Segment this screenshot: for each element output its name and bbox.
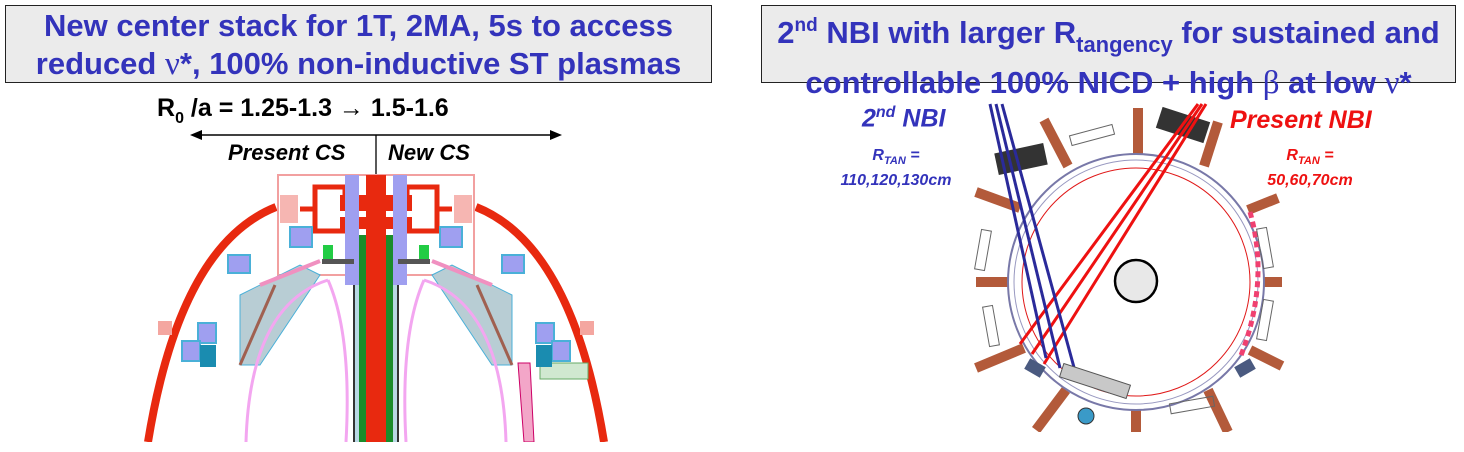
subscript: TAN bbox=[883, 155, 906, 167]
vessel-port-right bbox=[580, 321, 594, 335]
left-panel-title: New center stack for 1T, 2MA, 5s to acce… bbox=[5, 5, 712, 83]
pf-coil-blue bbox=[227, 254, 251, 274]
present-nbi-label: Present NBI bbox=[1230, 106, 1372, 134]
pf-coil-blue bbox=[289, 226, 313, 248]
plasma-edge bbox=[1021, 167, 1251, 397]
upper-block-left bbox=[280, 195, 298, 223]
tf-leg bbox=[1246, 193, 1280, 215]
superscript: nd bbox=[794, 15, 818, 36]
dark-blue-block-left bbox=[200, 345, 216, 367]
center-stack bbox=[1113, 258, 1159, 304]
cs-green-left bbox=[359, 235, 369, 442]
nu-symbol: ν bbox=[1384, 65, 1400, 101]
left-title-text: *, 100% non-inductive ST plasmas bbox=[179, 46, 682, 81]
rtan-values: 110,120,130cm bbox=[840, 172, 952, 189]
tf-leg bbox=[1032, 387, 1070, 432]
beta-symbol: β bbox=[1262, 65, 1280, 101]
divertor-plate-left bbox=[322, 259, 354, 264]
tokamak-top-view bbox=[974, 103, 1285, 432]
upper-block-right bbox=[454, 195, 472, 223]
plasma-boundary-left bbox=[244, 278, 329, 442]
tf-leg bbox=[974, 343, 1026, 373]
pf-coil-blue bbox=[197, 322, 217, 344]
left-title-text: reduced bbox=[35, 46, 165, 81]
right-title-text: 2 bbox=[777, 15, 795, 50]
pf-coil-blue bbox=[439, 226, 463, 248]
pf-coil-blue bbox=[181, 340, 201, 362]
present-nbi-rtan: RTAN = 50,60,70cm bbox=[1250, 146, 1370, 190]
right-title-line1: 2nd NBI with larger Rtangency for sustai… bbox=[762, 7, 1455, 64]
dark-blue-block-right bbox=[536, 345, 552, 367]
pf-coil-blue bbox=[551, 340, 571, 362]
cs-green-right bbox=[383, 235, 393, 442]
beam bbox=[1018, 103, 1200, 345]
beam bbox=[988, 103, 1048, 359]
ratio-text: /a = 1.25-1.3 → 1.5-1.6 bbox=[183, 94, 449, 122]
right-title-text: at low bbox=[1279, 65, 1385, 100]
right-title-text: controllable 100% NICD + high bbox=[805, 65, 1263, 100]
rtan-eq: = bbox=[905, 147, 920, 164]
port-block bbox=[1234, 358, 1256, 378]
port-block bbox=[1024, 358, 1046, 378]
subscript: 0 bbox=[175, 110, 184, 127]
new-cs-label: New CS bbox=[388, 140, 470, 165]
beam bbox=[994, 103, 1062, 369]
rtan-label: RTAN = bbox=[1250, 146, 1370, 171]
right-title-line2: controllable 100% NICD + high β at low ν… bbox=[762, 64, 1455, 102]
center-stack-red bbox=[366, 175, 386, 442]
vessel-arc-left bbox=[144, 203, 278, 442]
green-box-left bbox=[323, 245, 333, 259]
right-title-text: NBI with larger R bbox=[817, 15, 1077, 50]
right-panel-title: 2nd NBI with larger Rtangency for sustai… bbox=[761, 5, 1456, 101]
ratio-text: R bbox=[157, 94, 176, 122]
rtan-eq: = bbox=[1319, 147, 1334, 164]
nbi-text: 2 bbox=[862, 104, 876, 133]
cs-purple-right bbox=[393, 175, 407, 285]
aspect-ratio-label: R0 /a = 1.25-1.3 → 1.5-1.6 bbox=[157, 94, 449, 128]
rtan-r: R bbox=[1286, 147, 1298, 164]
beam bbox=[1000, 103, 1080, 383]
second-nbi-label: 2nd NBI bbox=[862, 104, 945, 133]
nbi-text: NBI bbox=[895, 104, 946, 133]
arrow-left-head bbox=[190, 130, 202, 140]
right-title-text: for sustained and bbox=[1172, 15, 1440, 50]
pf-coil-blue bbox=[535, 322, 555, 344]
tf-legs bbox=[974, 108, 1285, 432]
tokamak-cross-section bbox=[144, 135, 608, 442]
plasma-boundary-right bbox=[423, 278, 508, 442]
port-structure bbox=[1058, 362, 1132, 400]
superscript: nd bbox=[875, 104, 896, 121]
beam bbox=[1042, 103, 1208, 365]
subscript: tangency bbox=[1076, 32, 1173, 57]
green-box-right bbox=[419, 245, 429, 259]
nu-symbol: ν bbox=[164, 46, 180, 82]
subscript: TAN bbox=[1297, 155, 1320, 167]
left-title-line1: New center stack for 1T, 2MA, 5s to acce… bbox=[44, 8, 673, 43]
tf-leg bbox=[1199, 120, 1223, 168]
tf-leg bbox=[1247, 345, 1285, 371]
left-title-line2: reduced ν*, 100% non-inductive ST plasma… bbox=[6, 45, 711, 83]
right-title-text: * bbox=[1399, 65, 1412, 100]
vessel-arc-right bbox=[474, 203, 608, 442]
present-cs-label: Present CS bbox=[228, 140, 346, 165]
rtan-values: 50,60,70cm bbox=[1267, 172, 1353, 189]
divertor-plate-right bbox=[398, 259, 430, 264]
tf-leg bbox=[1039, 117, 1073, 169]
second-nbi-beams bbox=[988, 103, 1080, 383]
second-nbi-rtan: RTAN = 110,120,130cm bbox=[836, 146, 956, 190]
arrow-right-head bbox=[550, 130, 562, 140]
pump-icon bbox=[1077, 407, 1095, 425]
cs-purple-left bbox=[345, 175, 359, 285]
rf-antenna bbox=[1237, 211, 1261, 359]
rtan-label: RTAN = bbox=[836, 146, 956, 171]
rtan-r: R bbox=[872, 147, 884, 164]
vessel-port-left bbox=[158, 321, 172, 335]
pf-coil-blue bbox=[501, 254, 525, 274]
